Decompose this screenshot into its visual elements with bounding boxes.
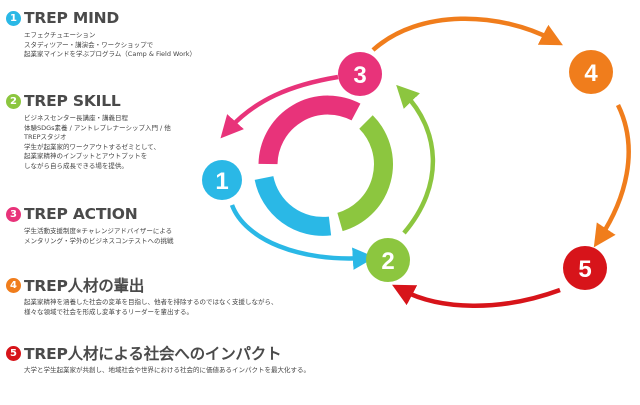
node-1: 1 [202,160,242,200]
step-2-badge: 2 [6,93,21,109]
section-social-impact: 5 TREP人材による社会へのインパクト 大学と学生起業家が共創し、地域社会や世… [6,343,346,376]
section-trep-skill: 2 TREP SKILL ビジネスセンター長講座・講義日程 体験SDGs素養 /… [6,91,346,172]
section-title: TREP SKILL [24,92,121,110]
node-4-label: 4 [584,60,598,87]
section-heading: 3 TREP ACTION [6,204,346,224]
arrow-1-to-2 [229,204,376,270]
section-title: TREP ACTION [24,205,138,223]
section-description: エフェクチュエーション スタディツアー・講演会・ワークショップで 起業家マインド… [24,31,346,60]
inner-ring-green [337,115,393,232]
section-description: 起業家精神を涵養した社会の変革を目指し、他者を排除するのではなく支援しながら、 … [24,298,346,317]
section-heading: 4 TREP人材の輩出 [6,275,346,295]
description-line: TREPスタジオ [24,133,67,142]
section-description: ビジネスセンター長講座・講義日程 体験SDGs素養 / アントレプレナーシップ入… [24,114,346,172]
section-heading: 2 TREP SKILL [6,91,346,111]
node-3-label: 3 [353,62,366,89]
step-1-badge: 1 [6,10,21,26]
node-1-label: 1 [215,168,228,195]
description-line: 起業家精神のインプットとアウトプットを [24,152,148,161]
node-2: 2 [366,238,410,282]
arrow-4-to-5 [593,104,631,248]
arrow-5-to-impact [392,284,561,308]
node-3: 3 [338,52,382,96]
section-trep-talent: 4 TREP人材の輩出 起業家精神を涵養した社会の変革を目指し、他者を排除するの… [6,275,346,317]
inner-ring-blue [254,175,332,236]
node-2-label: 2 [381,248,394,275]
section-description: 大学と学生起業家が共創し、地域社会や世界における社会的に価値あるインパクトを最大… [24,366,346,376]
description-line: 起業家マインドを学ぶプログラム（Camp & Field Work） [24,50,197,59]
cycle-diagram: 1 2 3 4 5 [202,16,631,308]
description-line: 様々な領域で社会を形成し変革するリーダーを輩出する。 [24,307,193,316]
section-title: TREP人材の輩出 [24,277,145,295]
inner-ring-pink [258,95,361,165]
description-line: 体験SDGs素養 / アントレプレナーシップ入門 / 他 [24,123,171,132]
step-3-badge: 3 [6,206,21,222]
arrow-2-to-3 [396,84,436,235]
description-line: 学生活動支援制度※チャレンジアドバイザーによる [24,227,173,235]
node-4: 4 [569,50,613,94]
description-line: ビジネスセンター長講座・講義日程 [24,114,128,122]
section-description: 学生活動支援制度※チャレンジアドバイザーによる メンタリング・学外のビジネスコン… [24,227,346,246]
description-line: しながら自ら成長できる場を提供。 [24,161,128,170]
section-heading: 5 TREP人材による社会へのインパクト [6,343,346,363]
description-line: 大学と学生起業家が共創し、地域社会や世界における社会的に価値あるインパクトを最大… [24,366,310,374]
description-line: 学生が起業家的ワークアウトするゼミとして、 [24,142,160,151]
description-line: 起業家精神を涵養した社会の変革を目指し、他者を排除するのではなく支援しながら、 [24,298,278,306]
section-title: TREP人材による社会へのインパクト [24,345,282,363]
section-title: TREP MIND [24,9,120,27]
description-line: スタディツアー・講演会・ワークショップで [24,40,154,49]
step-5-badge: 5 [6,345,21,361]
section-trep-mind: 1 TREP MIND エフェクチュエーション スタディツアー・講演会・ワークシ… [6,8,346,60]
arrow-3-to-4 [371,16,563,52]
section-heading: 1 TREP MIND [6,8,346,28]
node-5: 5 [563,246,607,290]
description-line: メンタリング・学外のビジネスコンテストへの挑戦 [24,236,174,245]
arrow-3-to-1 [220,74,339,139]
node-5-label: 5 [578,256,591,283]
step-4-badge: 4 [6,277,21,293]
section-trep-action: 3 TREP ACTION 学生活動支援制度※チャレンジアドバイザーによる メン… [6,204,346,246]
description-line: エフェクチュエーション [24,31,96,39]
